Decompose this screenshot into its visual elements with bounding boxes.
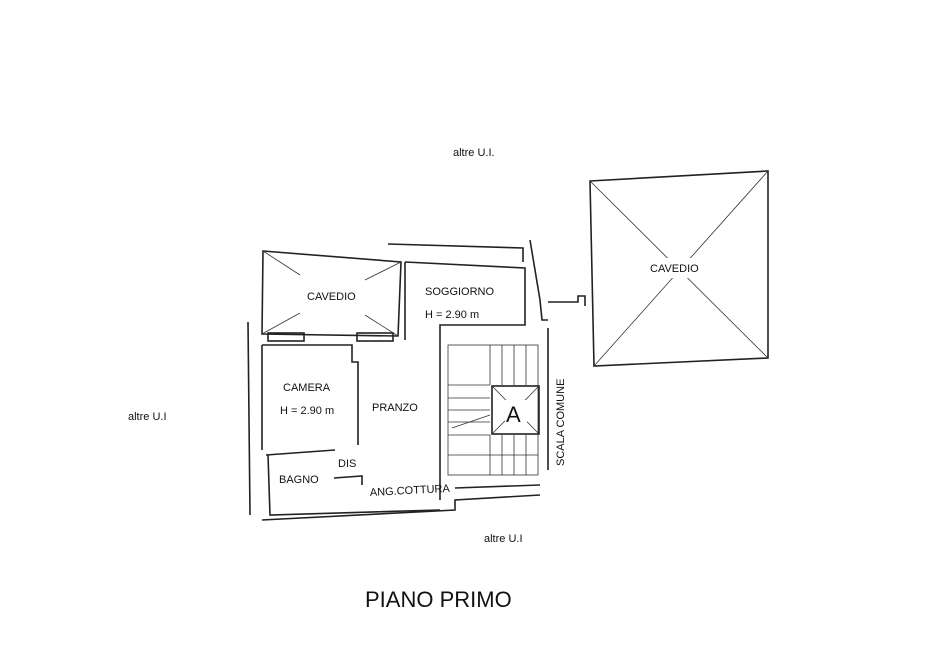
dis-label: DIS bbox=[338, 458, 356, 470]
plan-title: PIANO PRIMO bbox=[365, 587, 512, 612]
cavedio-left-label: CAVEDIO bbox=[307, 291, 356, 303]
neighbour-top: altre U.I. bbox=[453, 147, 495, 159]
scala-comune-label: SCALA COMUNE bbox=[555, 379, 567, 466]
cavedio-right: CAVEDIO bbox=[589, 170, 769, 367]
camera-height: H = 2.90 m bbox=[280, 405, 334, 417]
cavedio-right-label: CAVEDIO bbox=[650, 263, 699, 275]
lift-label: A bbox=[506, 402, 521, 427]
ang-cottura-label: ANG.COTTURA bbox=[370, 483, 451, 499]
soggiorno-label: SOGGIORNO bbox=[425, 286, 495, 298]
neighbour-left: altre U.I bbox=[128, 411, 167, 423]
neighbour-bottom: altre U.I bbox=[484, 533, 523, 545]
cavedio-left: CAVEDIO bbox=[261, 250, 402, 337]
soggiorno-height: H = 2.90 m bbox=[425, 309, 479, 321]
staircase: A SCALA COMUNE bbox=[447, 344, 567, 476]
bagno-label: BAGNO bbox=[279, 474, 319, 486]
walls bbox=[247, 239, 586, 521]
camera-label: CAMERA bbox=[283, 382, 331, 394]
pranzo-label: PRANZO bbox=[372, 402, 418, 414]
